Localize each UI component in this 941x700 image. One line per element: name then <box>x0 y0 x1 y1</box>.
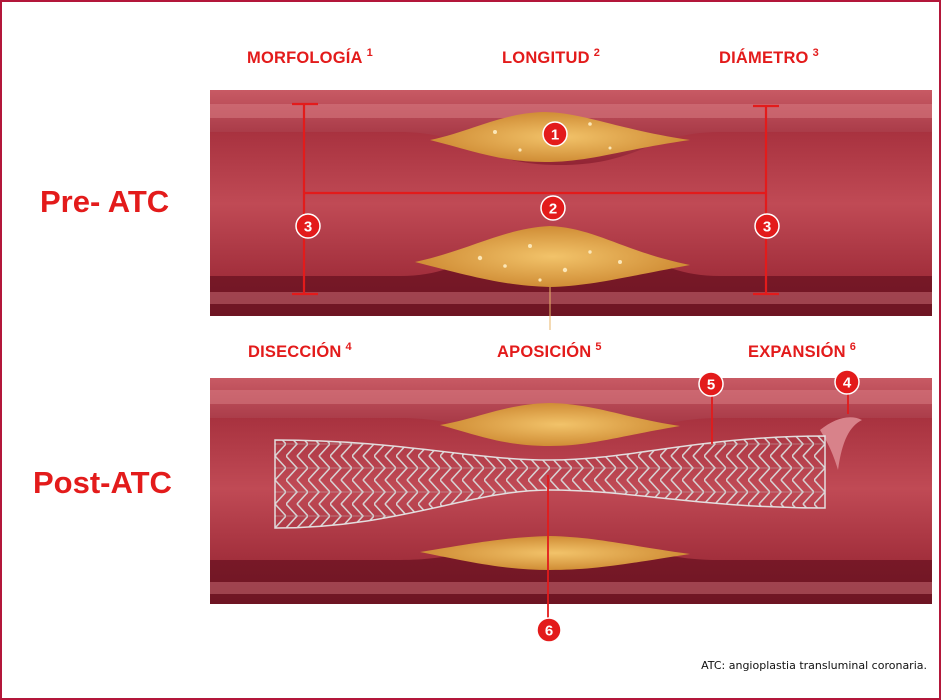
marker-3-left: 3 <box>296 214 320 238</box>
svg-text:2: 2 <box>549 201 557 218</box>
marker-6: 6 <box>537 618 561 642</box>
footnote: ATC: angioplastia transluminal coronaria… <box>701 659 927 672</box>
svg-text:6: 6 <box>545 623 553 640</box>
marker-4: 4 <box>835 370 859 394</box>
vessel-pre <box>210 90 932 330</box>
marker-5: 5 <box>699 372 723 396</box>
marker-1: 1 <box>543 122 567 146</box>
marker-2: 2 <box>541 196 565 220</box>
svg-text:3: 3 <box>304 219 312 236</box>
svg-text:1: 1 <box>551 127 559 144</box>
svg-text:3: 3 <box>763 219 771 236</box>
vessel-post <box>210 378 932 620</box>
svg-text:5: 5 <box>707 377 715 394</box>
svg-text:4: 4 <box>843 375 852 392</box>
marker-3-right: 3 <box>755 214 779 238</box>
